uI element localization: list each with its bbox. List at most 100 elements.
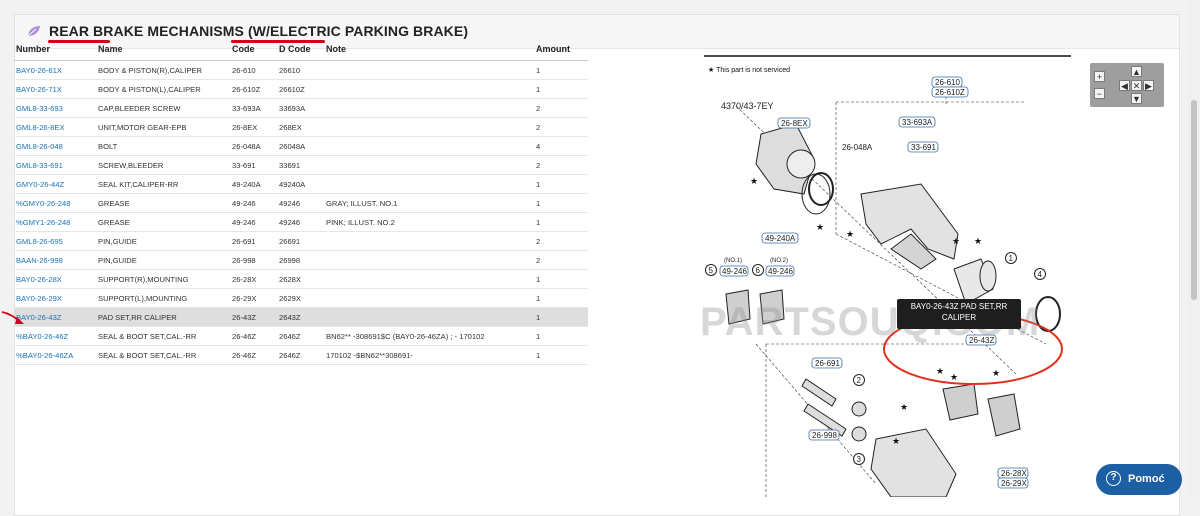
part-code: 49-246 [232, 217, 256, 227]
part-code-cell: 49-246 [230, 193, 277, 213]
parts-diagram[interactable]: 26-610 26-610Z 26-8EX 33-693A 26-048A 33… [696, 44, 1086, 497]
diagram-label: 5 [709, 266, 714, 275]
part-name: SUPPORT(R),MOUNTING [98, 274, 189, 284]
parts-table: Number Name Code D Code Note Amount BAY0… [14, 43, 588, 365]
part-number-link[interactable]: %GMY1-26-248 [16, 217, 71, 227]
diagram-label: 3 [857, 455, 862, 464]
pan-left-button[interactable]: ◀ [1119, 80, 1130, 91]
part-name: SEAL KIT,CALIPER-RR [98, 179, 179, 189]
part-number-link[interactable]: BAY0-26-28X [16, 274, 62, 284]
part-note-cell [324, 307, 534, 327]
part-name: CAP,BLEEDER SCREW [98, 103, 181, 113]
scrollbar-thumb[interactable] [1191, 100, 1197, 300]
part-note-cell [324, 60, 534, 80]
help-button[interactable]: ? Pomoć [1096, 464, 1182, 495]
part-number-link[interactable]: GMY0-26-44Z [16, 179, 65, 189]
diagram-label: 26-43Z [969, 336, 994, 345]
part-number-link[interactable]: GML8-26-695 [16, 236, 63, 246]
reset-view-button[interactable]: ✕ [1131, 80, 1142, 91]
part-name: PIN,GUIDE [98, 255, 137, 265]
svg-text:★: ★ [974, 237, 982, 247]
part-name-cell: PAD SET,RR CALIPER [96, 307, 230, 327]
diagram-label: (NO.1) [724, 258, 742, 264]
column-header[interactable]: Number [14, 43, 96, 61]
part-number-link[interactable]: GML8-26-048 [16, 141, 63, 151]
part-number-link[interactable]: BAY0-26-71X [16, 84, 62, 94]
diagram-label: 4370/43-7EY [721, 101, 774, 111]
part-number-link-cell: GML8-33-693 [14, 98, 96, 118]
column-header[interactable]: Code [230, 43, 277, 61]
part-name-cell: SUPPORT(R),MOUNTING [96, 269, 230, 289]
column-header[interactable]: Note [324, 43, 534, 61]
not-served-note: ★ This part is not serviced [708, 67, 791, 74]
part-name-cell: BODY & PISTON(R),CALIPER [96, 60, 230, 80]
part-code: 26-048A [232, 141, 261, 151]
part-number-link-cell: %BAY0-26-46Z [14, 326, 96, 346]
part-dcode-cell: 26691 [277, 231, 324, 251]
part-note-cell [324, 79, 534, 99]
diagram-label: 26-048A [842, 143, 873, 152]
part-number-link[interactable]: %GMY0-26-248 [16, 198, 71, 208]
part-amount-cell: 1 [534, 174, 588, 194]
column-header[interactable]: D Code [277, 43, 324, 61]
part-amount-cell: 1 [534, 212, 588, 232]
part-number-link[interactable]: GML8-26-8EX [16, 122, 65, 132]
part-note-cell [324, 155, 534, 175]
pan-right-button[interactable]: ▶ [1143, 80, 1154, 91]
pan-up-button[interactable]: ▲ [1131, 66, 1142, 77]
part-note-cell: PINK; ILLUST. NO.2 [324, 212, 534, 232]
part-note-cell: GRAY; ILLUST. NO.1 [324, 193, 534, 213]
column-header[interactable]: Amount [534, 43, 588, 61]
part-amount-cell: 1 [534, 79, 588, 99]
part-name-cell: PIN,GUIDE [96, 250, 230, 270]
diagram-label: 49-246 [722, 267, 747, 276]
part-number-link[interactable]: %BAY0-26-46ZA [16, 350, 74, 360]
part-number-link-cell: BAY0-26-71X [14, 79, 96, 99]
part-number-link[interactable]: GML8-33-691 [16, 160, 63, 170]
part-number-link-cell: GML8-26-695 [14, 231, 96, 251]
part-amount-cell: 1 [534, 269, 588, 289]
part-number-link[interactable]: BAAN-26-998 [16, 255, 63, 265]
zoom-in-button[interactable]: + [1094, 71, 1105, 82]
diagram-label: 49-240A [765, 234, 796, 243]
part-dcode-cell: 49246 [277, 212, 324, 232]
part-number-link[interactable]: BAY0-26-61X [16, 65, 62, 75]
zoom-out-button[interactable]: − [1094, 88, 1105, 99]
part-name: PIN,GUIDE [98, 236, 137, 246]
page-scrollbar[interactable] [1188, 0, 1200, 497]
part-note-cell [324, 117, 534, 137]
part-name: BOLT [98, 141, 118, 151]
pan-down-button[interactable]: ▼ [1131, 93, 1142, 104]
leaf-icon [27, 26, 40, 37]
diagram-label: 4 [1038, 270, 1043, 279]
svg-text:★: ★ [816, 223, 824, 233]
part-name-cell: UNIT,MOTOR GEAR-EPB [96, 117, 230, 137]
part-dcode: 268EX [279, 122, 302, 132]
column-header[interactable]: Name [96, 43, 230, 61]
part-name-cell: SEAL & BOOT SET,CAL.-RR [96, 345, 230, 365]
part-code-cell: 26-048A [230, 136, 277, 156]
part-dcode: 2646Z [279, 331, 301, 341]
part-code: 26-691 [232, 236, 256, 246]
part-tooltip: BAY0-26-43Z PAD SET,RR CALIPER [897, 299, 1021, 329]
part-number-link[interactable]: BAY0-26-29X [16, 293, 62, 303]
part-number-link[interactable]: %BAY0-26-46Z [16, 331, 69, 341]
part-number-link[interactable]: GML8-33-693 [16, 103, 63, 113]
part-number-link[interactable]: BAY0-26-43Z [16, 312, 62, 322]
